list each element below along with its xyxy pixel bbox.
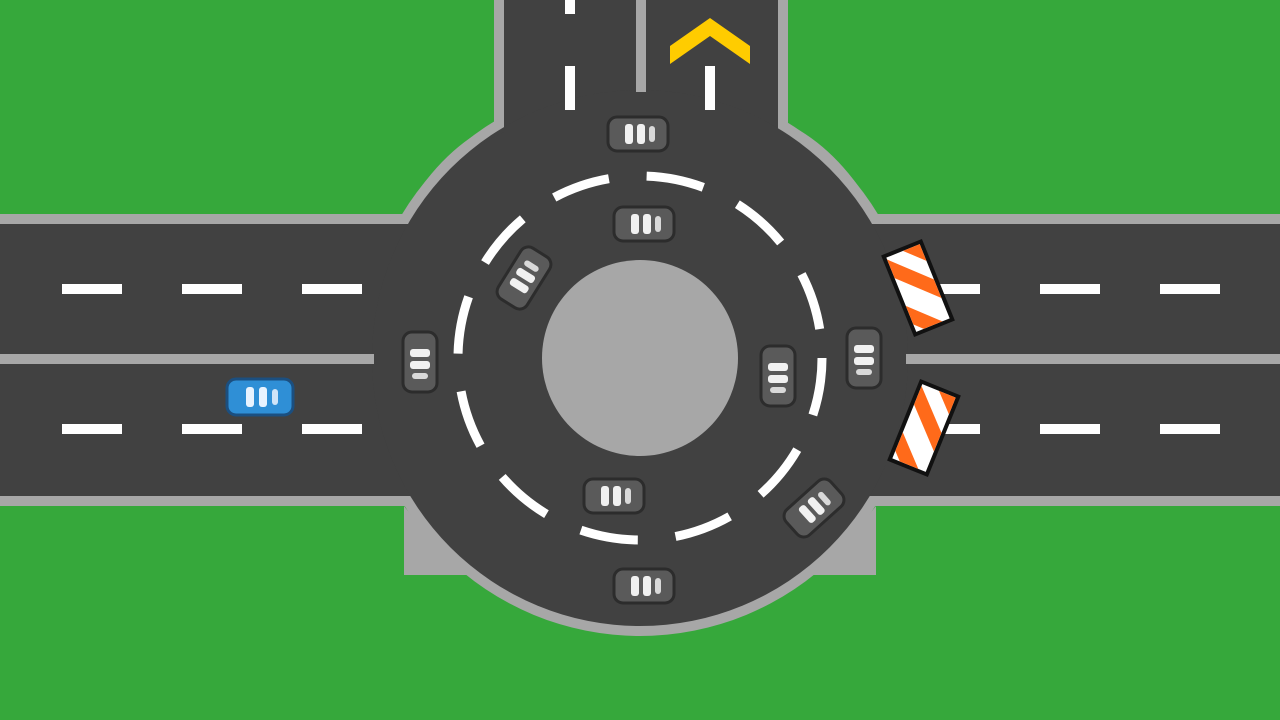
traffic-car [759,344,797,408]
traffic-car [612,567,676,605]
central-island [542,260,738,456]
traffic-car [401,330,439,394]
player-car[interactable] [225,377,295,417]
lane-markings [62,0,1220,434]
traffic-car [582,477,646,515]
chevron-up-icon[interactable] [670,18,750,64]
traffic-car [612,205,676,243]
traffic-car [606,115,670,153]
traffic-car [845,326,883,390]
roundabout-lane-ring [453,171,827,545]
lane-dividers [0,0,1280,364]
